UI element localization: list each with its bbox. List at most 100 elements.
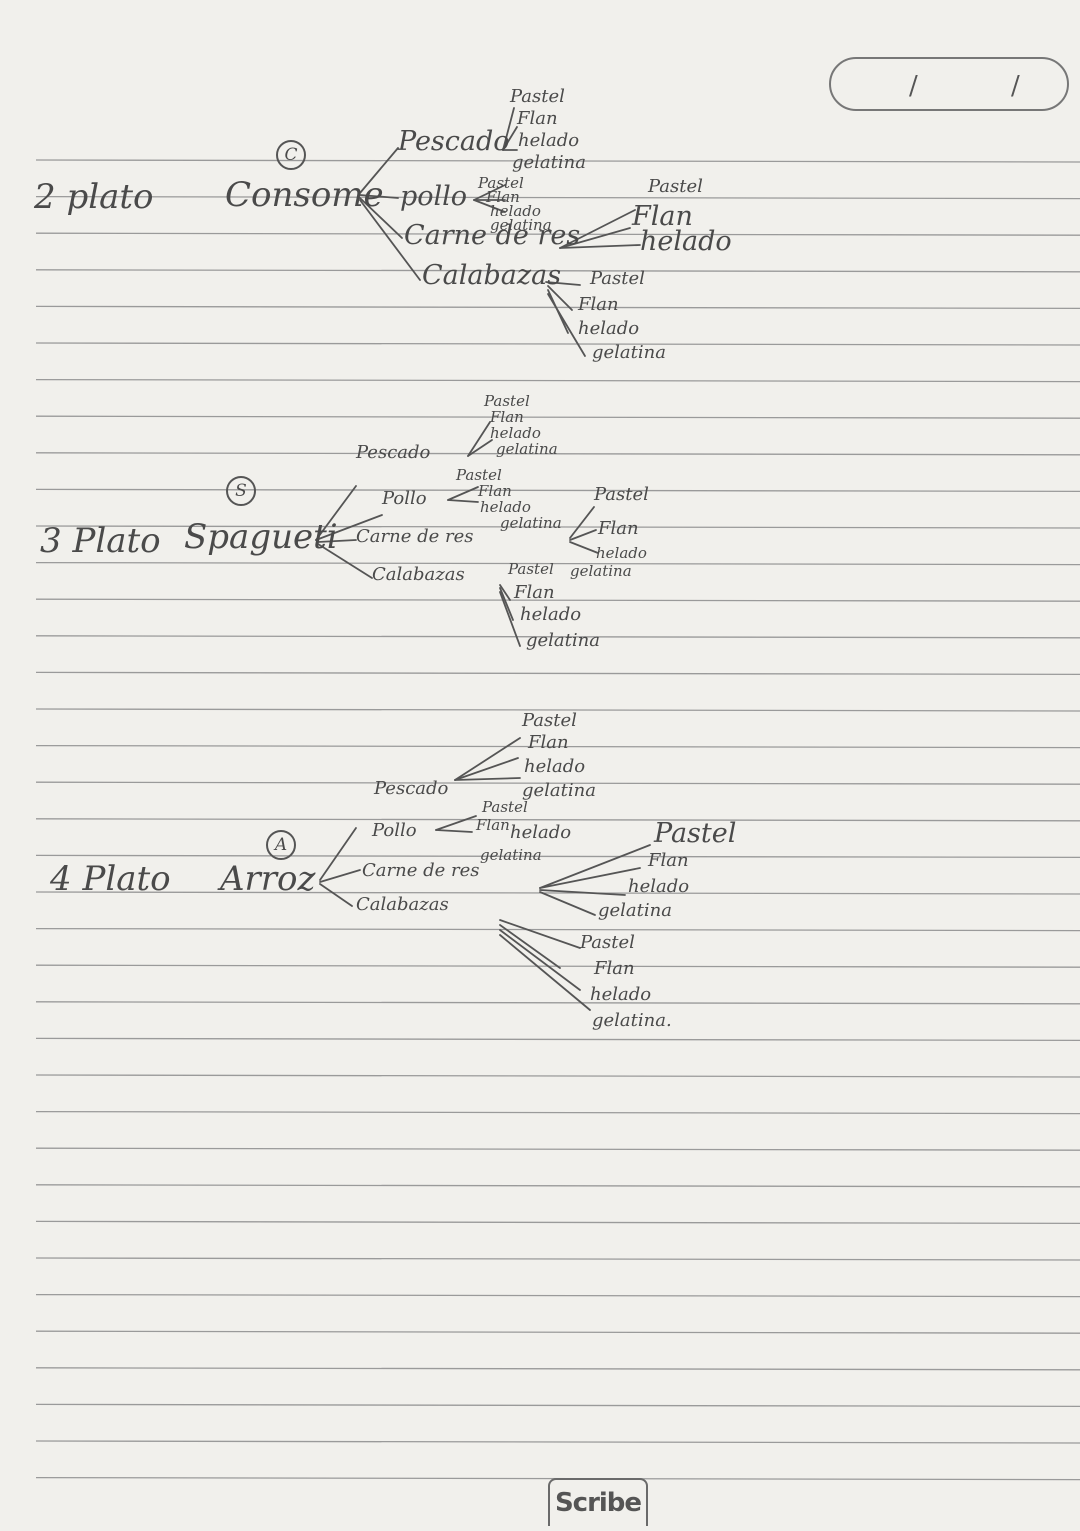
ruled-line: [35, 818, 1080, 822]
circle-mark: A: [266, 830, 296, 860]
ruled-line: [35, 1037, 1080, 1042]
plato-label: 4 Plato: [50, 859, 171, 899]
dessert: Flan: [528, 732, 569, 753]
dessert: Flan: [486, 188, 520, 206]
ruled-line: [35, 854, 1080, 859]
dessert: Pastel: [456, 466, 502, 484]
ruled-lines: [35, 159, 1080, 1481]
ruled-line: [35, 305, 1080, 310]
dessert: Pastel: [482, 798, 528, 816]
branch-pescado: Pescado: [356, 442, 431, 463]
dessert: helado: [628, 876, 690, 897]
ruled-line: [35, 635, 1080, 639]
dessert: Flan: [517, 108, 558, 129]
branch-carne: Carne de res: [356, 526, 474, 547]
dessert: gelatina: [522, 780, 596, 801]
ruled-line: [35, 671, 1080, 676]
dessert: Flan: [578, 294, 619, 315]
ruled-line: [35, 195, 1080, 200]
dessert: helado: [518, 130, 580, 151]
ruled-line: [35, 781, 1080, 785]
ruled-line: [35, 159, 1080, 163]
dessert: gelatina: [490, 216, 552, 234]
dessert: Flan: [648, 850, 689, 871]
ruled-line: [35, 708, 1080, 712]
dessert: gelatina: [592, 342, 666, 363]
dessert: Pastel: [648, 176, 703, 197]
dessert: helado: [640, 226, 732, 257]
ruled-line: [35, 378, 1080, 383]
branch-pescado: Pescado: [374, 778, 449, 799]
branch-pescado: Pescado: [398, 126, 510, 157]
scribe-logo: Scribe: [548, 1478, 648, 1526]
branch-pollo: Pollo: [382, 488, 427, 509]
dessert: gelatina: [500, 514, 562, 532]
ruled-line: [35, 744, 1080, 749]
ruled-line: [35, 1147, 1080, 1151]
dessert: helado: [490, 202, 541, 220]
dessert: Pastel: [478, 174, 524, 192]
dessert: helado: [596, 544, 647, 562]
ruled-line: [35, 1367, 1080, 1371]
dessert: gelatina: [570, 562, 632, 580]
date-separator: /: [1011, 71, 1020, 101]
plato-label: 3 Plato: [40, 521, 161, 561]
main-dish: Consome: [225, 175, 384, 215]
dessert: helado: [510, 822, 572, 843]
branch-lines: [315, 107, 651, 1011]
ruled-line: [35, 1184, 1080, 1188]
ruled-line: [35, 525, 1080, 529]
dessert: Pastel: [580, 932, 635, 953]
circle-mark: C: [276, 140, 306, 170]
branch-pollo: Pollo: [372, 820, 417, 841]
ruled-line: [35, 1074, 1080, 1078]
dessert: Flan: [598, 518, 639, 539]
ruled-line: [35, 232, 1080, 236]
branch-calabazas: Calabazas: [372, 564, 465, 585]
dessert: helado: [520, 604, 582, 625]
dessert: helado: [524, 756, 586, 777]
main-dish: Spagueti: [184, 517, 338, 557]
ruled-line: [35, 1330, 1080, 1334]
plato-label: 2 plato: [34, 177, 154, 217]
main-dish: Arroz: [220, 859, 316, 899]
branch-pollo: pollo: [400, 181, 468, 212]
dessert: Pastel: [508, 560, 554, 578]
dessert: Flan: [514, 582, 555, 603]
dessert: helado: [490, 424, 541, 442]
ruled-line: [35, 1403, 1080, 1408]
dessert: Pastel: [510, 86, 565, 107]
ruled-line: [35, 1293, 1080, 1298]
dessert: Pastel: [484, 392, 530, 410]
date-separator: /: [909, 71, 918, 101]
ruled-line: [35, 891, 1080, 895]
ruled-line: [35, 561, 1080, 566]
dessert: gelatina.: [592, 1010, 672, 1031]
branch-carne: Carne de res: [404, 220, 581, 251]
dessert: gelatina: [480, 846, 542, 864]
circle-mark: S: [226, 476, 256, 506]
ruled-line: [35, 452, 1080, 456]
dessert: Pastel: [594, 484, 649, 505]
dessert: Flan: [478, 482, 512, 500]
ruled-line: [35, 1220, 1080, 1225]
dessert: helado: [480, 498, 531, 516]
dessert: Flan: [594, 958, 635, 979]
dessert: helado: [578, 318, 640, 339]
dessert: Flan: [632, 201, 693, 232]
ruled-line: [35, 1001, 1080, 1005]
dessert: Pastel: [522, 710, 577, 731]
branch-calabazas: Calabazas: [422, 260, 562, 291]
dessert: Pastel: [654, 818, 737, 849]
ruled-line: [35, 488, 1080, 493]
dessert: gelatina: [496, 440, 558, 458]
branch-carne: Carne de res: [362, 860, 480, 881]
date-field: / /: [829, 57, 1069, 111]
ruled-line: [35, 342, 1080, 346]
dessert: Pastel: [590, 268, 645, 289]
ruled-line: [35, 598, 1080, 602]
ruled-line: [35, 927, 1080, 932]
dessert: Flan: [476, 816, 510, 834]
ruled-line: [35, 415, 1080, 419]
ruled-line: [35, 269, 1080, 273]
